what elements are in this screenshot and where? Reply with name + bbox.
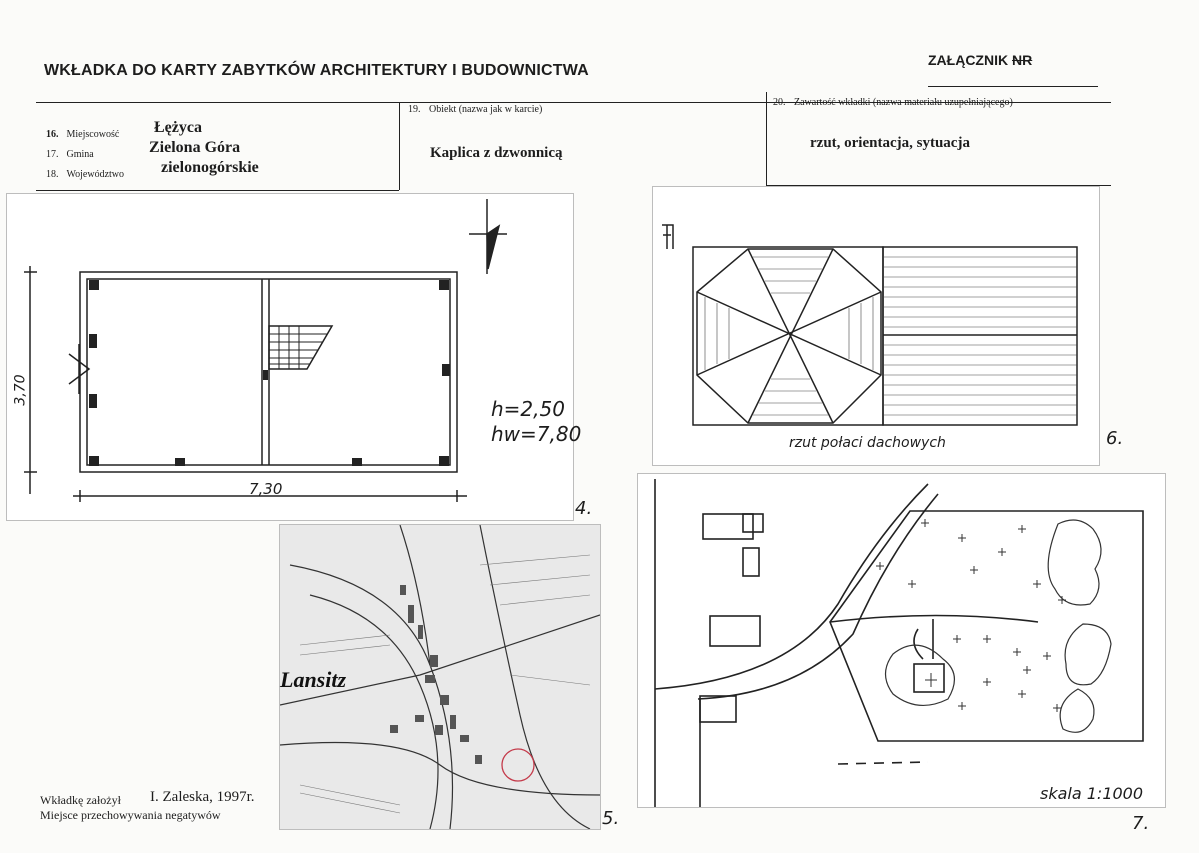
floor-plan-drawing: [24, 199, 507, 502]
contents-value: rzut, orientacja, sytuacja: [810, 135, 970, 151]
field-label: Województwo: [66, 169, 125, 180]
field-locality: 16. Miejscowość: [46, 124, 119, 142]
map-place-name: Lansitz: [280, 667, 347, 692]
author-value: I. Zaleska, 1997r.: [150, 789, 255, 805]
figure-number-7: 7.: [1132, 813, 1150, 834]
locality-value: Łężyca: [154, 119, 202, 136]
historic-map-drawing: [280, 525, 600, 829]
field-label: Miejscowość: [66, 129, 120, 140]
hw-annotation: hw=7,80: [491, 422, 582, 446]
field-number: 17.: [46, 149, 59, 160]
table-divider-1: [399, 102, 400, 190]
height-annotation: h=2,50: [491, 397, 565, 421]
roof-plan-panel: rzut połaci dachowych: [652, 186, 1100, 466]
voivodeship-value: zielonogórskie: [161, 159, 259, 176]
field-voivodeship: 18. Województwo: [46, 164, 124, 182]
roof-plan-drawing: [662, 224, 1078, 426]
table-bottom-rule: [36, 190, 399, 191]
table-bottom-rule-right: [766, 185, 1111, 186]
field-object: 19. Obiekt (nazwa jak w karcie): [408, 104, 542, 115]
historic-map-panel: Lansitz: [279, 524, 601, 830]
field-commune: 17. Gmina: [46, 144, 94, 162]
field-label: Obiekt (nazwa jak w karcie): [429, 104, 543, 115]
attachment-number: NR: [1012, 52, 1033, 68]
table-top-rule: [36, 102, 1111, 103]
width-dimension: 7,30: [249, 480, 283, 498]
site-scale: skala 1:1000: [1040, 784, 1144, 803]
floor-plan-panel: h=2,50 hw=7,80 7,30 3,70: [6, 193, 581, 521]
field-contents: 20. Zawartość wkładki (nazwa materiału u…: [773, 97, 1013, 108]
attachment-word: ZAŁĄCZNIK: [928, 52, 1009, 68]
site-plan-drawing: [654, 479, 1144, 807]
roof-caption: rzut połaci dachowych: [789, 435, 946, 451]
field-number: 18.: [46, 169, 59, 180]
negatives-label: Miejsce przechowywania negatywów: [40, 808, 221, 822]
figure-number-5: 5.: [602, 808, 620, 829]
field-number: 19.: [408, 104, 421, 115]
attachment-label: ZAŁĄCZNIK NR: [928, 52, 1032, 68]
field-label: Zawartość wkładki (nazwa materiału uzupe…: [794, 97, 1013, 108]
field-number: 20.: [773, 97, 786, 108]
attachment-rule: [928, 86, 1098, 87]
figure-number-6: 6.: [1106, 428, 1124, 449]
depth-dimension: 3,70: [12, 374, 29, 406]
site-plan-panel: skala 1:1000: [637, 473, 1166, 808]
table-divider-2: [766, 92, 767, 188]
figure-number-4: 4.: [575, 498, 593, 519]
commune-value: Zielona Góra: [149, 139, 241, 156]
field-number: 16.: [46, 129, 59, 140]
author-label: Wkładkę założył: [40, 793, 121, 807]
page-title: WKŁADKA DO KARTY ZABYTKÓW ARCHITEKTURY I…: [44, 62, 589, 79]
object-value: Kaplica z dzwonnicą: [430, 145, 563, 161]
field-label: Gmina: [66, 149, 94, 160]
